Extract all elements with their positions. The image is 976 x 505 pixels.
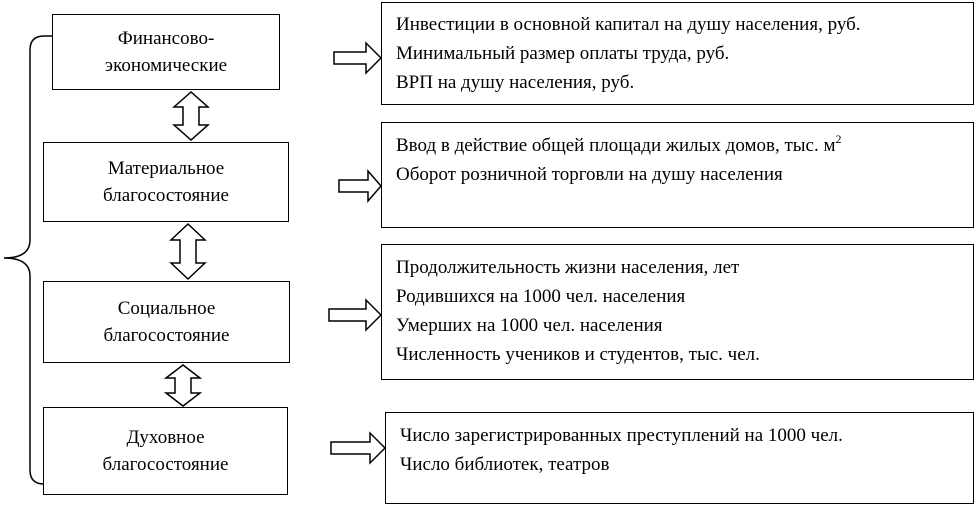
indicator-line-housing: Ввод в действие общей площади жилых домо… <box>396 131 973 160</box>
category-label-line: Социальное <box>117 298 216 319</box>
category-label-line: благосостояние <box>103 185 229 206</box>
indicator-line: Численность учеников и студентов, тыс. ч… <box>396 344 760 365</box>
category-label-line: благосостояние <box>102 454 229 475</box>
indicator-line: Оборот розничной торговли на душу населе… <box>396 164 783 185</box>
category-label-line: Духовное <box>126 427 205 448</box>
arrow-right-1 <box>338 168 382 204</box>
category-box-financial-economic: Финансово- экономические <box>52 14 280 90</box>
category-label-line: экономические <box>104 55 228 76</box>
indicator-box-social: Продолжительность жизни населения, лет Р… <box>381 244 974 380</box>
indicator-box-spiritual: Число зарегистрированных преступлений на… <box>385 412 974 504</box>
category-box-spiritual-wellbeing: Духовное благосостояние <box>43 407 288 495</box>
category-box-material-wellbeing: Материальное благосостояние <box>43 142 289 222</box>
category-label-line: благосостояние <box>103 325 230 346</box>
left-brace <box>3 35 52 485</box>
indicator-line: Число зарегистрированных преступлений на… <box>400 425 843 446</box>
indicator-line-text: Ввод в действие общей площади жилых домо… <box>396 135 836 156</box>
indicator-box-material: Ввод в действие общей площади жилых домо… <box>381 122 974 228</box>
double-arrow-1 <box>169 222 207 281</box>
double-arrow-2 <box>163 364 203 407</box>
superscript-squared: 2 <box>835 132 842 146</box>
category-label-line: Материальное <box>107 158 225 179</box>
arrow-right-2 <box>328 298 383 332</box>
indicator-line: Минимальный размер оплаты труда, руб. <box>396 43 730 64</box>
indicator-line: Инвестиции в основной капитал на душу на… <box>396 14 861 35</box>
indicator-line: Умерших на 1000 чел. населения <box>396 315 663 336</box>
indicator-line: Число библиотек, театров <box>400 454 610 475</box>
indicator-line: Родившихся на 1000 чел. населения <box>396 286 686 307</box>
category-box-social-wellbeing: Социальное благосостояние <box>43 281 290 363</box>
double-arrow-0 <box>172 90 210 142</box>
indicator-line: ВРП на душу населения, руб. <box>396 72 635 93</box>
category-label-line: Финансово- <box>117 28 215 49</box>
arrow-right-0 <box>333 41 383 75</box>
indicator-box-financial: Инвестиции в основной капитал на душу на… <box>381 2 974 105</box>
indicator-line: Продолжительность жизни населения, лет <box>396 257 740 278</box>
arrow-right-3 <box>330 431 387 465</box>
